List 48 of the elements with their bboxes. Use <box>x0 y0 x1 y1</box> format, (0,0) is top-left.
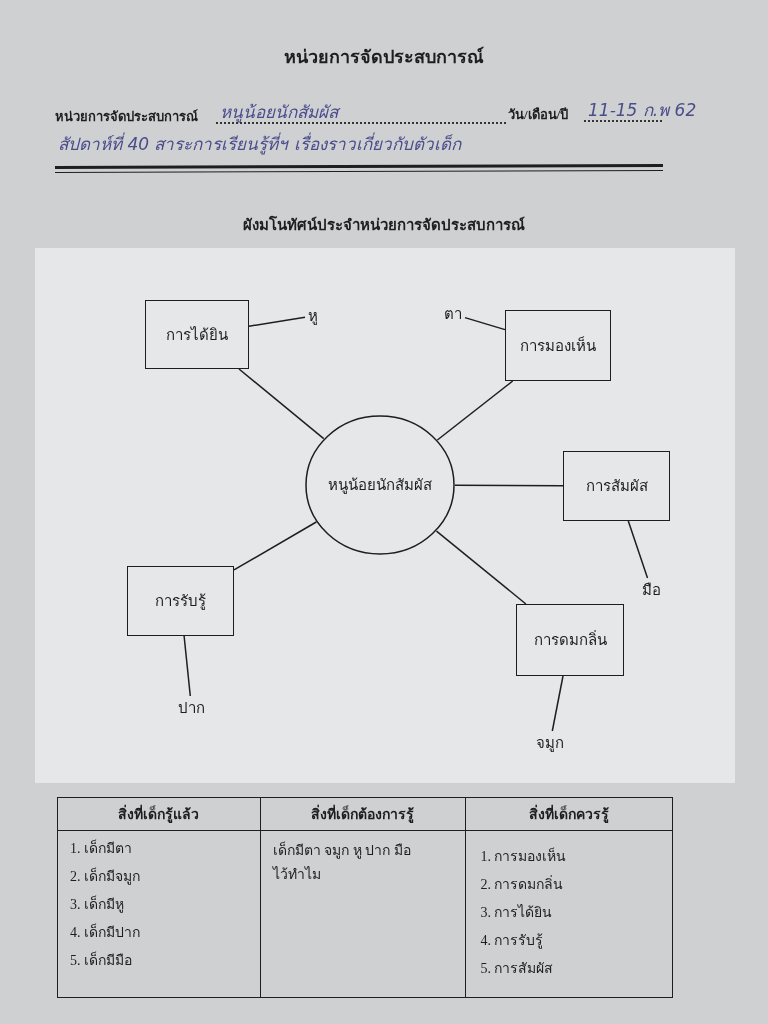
page-title: หน่วยการจัดประสบการณ์ <box>283 45 485 69</box>
connector-line <box>233 521 318 571</box>
connector-line <box>551 675 564 732</box>
list-item: 1. การมองเห็น <box>480 847 568 866</box>
sense-organ-label: หู <box>305 304 321 328</box>
column-header: สิ่งที่เด็กควรรู้ <box>465 797 673 831</box>
concept-label: การดมกลิ่น <box>533 630 607 650</box>
concept-label: การรับรู้ <box>155 592 206 611</box>
handwritten-note: สัปดาห์ที่ 40 สาระการเรียนรู้ที่ฯ เรื่องราวเกี่ยวกับตัวเด็ก <box>58 132 461 156</box>
list-item: 3. เด็กมีหู <box>70 895 125 915</box>
connector-line <box>248 316 306 327</box>
connector-line <box>238 368 325 440</box>
concept-box <box>145 300 249 369</box>
list-item: 5. เด็กมีมือ <box>70 951 133 970</box>
list-item: 3. การได้ยิน <box>480 903 554 922</box>
list-item: 4. เด็กมีปาก <box>70 923 141 942</box>
fill-in-line: หนูน้อยนักสัมผัส <box>216 100 506 126</box>
connector-line <box>627 520 649 579</box>
list-item: 2. การดมกลิ่น <box>480 875 565 894</box>
field-label: วัน/เดือน/ปี <box>508 106 569 124</box>
sense-organ-label: จมูก <box>533 731 567 755</box>
list-item: 2. เด็กมีจมูก <box>70 867 141 887</box>
concept-box <box>505 310 611 381</box>
field-label: หน่วยการจัดประสบการณ์ <box>55 108 198 126</box>
fill-in-line: 11-15 ก.พ 62 <box>584 98 708 124</box>
concept-box <box>516 604 624 676</box>
connector-line <box>435 530 527 605</box>
sense-organ-label: ตา <box>441 302 465 326</box>
concept-label: การมองเห็น <box>520 335 596 356</box>
center-topic-label: หนูน้อยนักสัมผัส <box>327 476 433 495</box>
concept-box <box>127 566 234 636</box>
concept-ellipse <box>305 415 455 555</box>
sense-organ-label: ปาก <box>175 696 208 720</box>
table-text: เด็กมีตา จมูก หู ปาก มือ ไว้ทำไม <box>272 840 412 884</box>
connector-line <box>436 380 514 441</box>
column-header: สิ่งที่เด็กรู้แล้ว <box>57 797 261 831</box>
connector-line <box>464 316 506 331</box>
list-item: 4. การรับรู้ <box>480 932 545 951</box>
sense-organ-label: มือ <box>639 578 664 602</box>
column-header: สิ่งที่เด็กต้องการรู้ <box>260 797 466 831</box>
diagram-heading: ผังมโนทัศน์ประจำหน่วยการจัดประสบการณ์ <box>242 215 526 235</box>
list-item: 1. เด็กมีตา <box>70 839 133 858</box>
list-item: 5. การสัมผัส <box>480 960 555 978</box>
concept-box <box>563 451 670 521</box>
connector-line <box>183 635 192 697</box>
concept-label: การได้ยิน <box>166 325 228 345</box>
connector-line <box>454 484 564 487</box>
concept-label: การสัมผัส <box>585 477 648 496</box>
